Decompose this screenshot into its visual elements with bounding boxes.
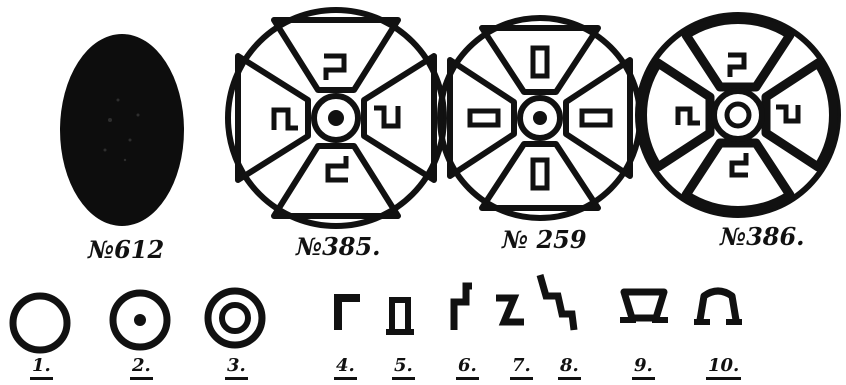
element-10-label: 10.: [706, 355, 741, 380]
element-8-lightning: [540, 275, 574, 330]
element-2-ring-dot: [113, 293, 167, 347]
element-10-arch: [694, 291, 742, 322]
element-1-ring: [13, 296, 67, 350]
figure-612-dark-oval: [60, 34, 184, 226]
figure-259-label: № 259: [502, 225, 587, 254]
figure-386-label: №386.: [720, 222, 805, 251]
element-5-label: 5.: [392, 355, 415, 380]
element-6-step: [454, 286, 472, 330]
element-8-label: 8.: [558, 355, 581, 380]
element-4-label: 4.: [334, 355, 357, 380]
figure-386-segment-disc: [638, 15, 838, 215]
figure-385-cross-disc: [228, 10, 444, 226]
element-5-pedestal: [386, 300, 414, 332]
element-3-double-ring: [208, 291, 262, 345]
element-9-label: 9.: [632, 355, 655, 380]
element-7-label: 7.: [510, 355, 533, 380]
figure-612-label: №612: [88, 235, 164, 264]
figure-385-label: №385.: [296, 232, 381, 261]
element-6-label: 6.: [456, 355, 479, 380]
element-3-label: 3.: [225, 355, 248, 380]
element-2-label: 2.: [130, 355, 153, 380]
element-4-hook: [338, 298, 360, 330]
element-9-trapezoid: [620, 292, 668, 320]
element-7-zigzag: [496, 298, 524, 322]
figure-259-cross-disc: [440, 18, 640, 218]
element-1-label: 1.: [30, 355, 53, 380]
